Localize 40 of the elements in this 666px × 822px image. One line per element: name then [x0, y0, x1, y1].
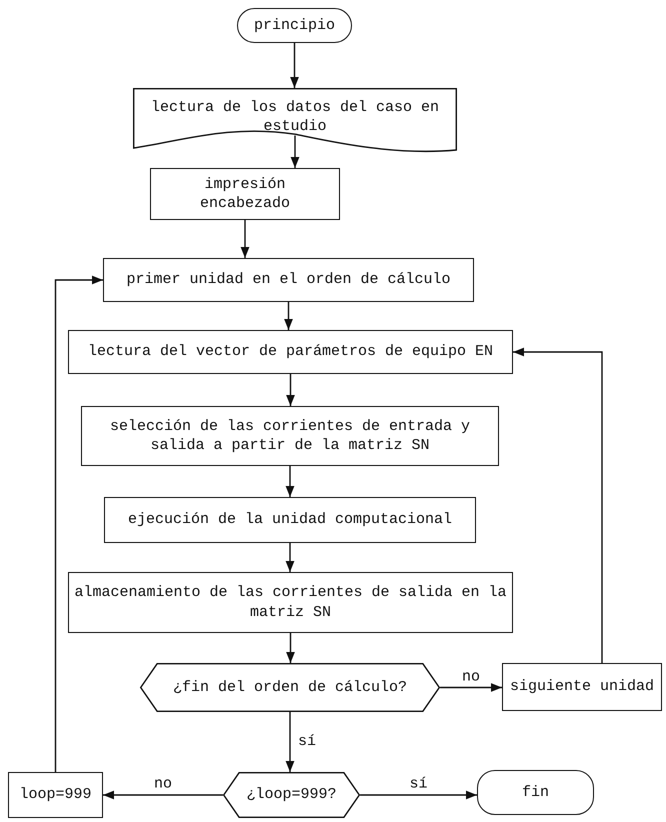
terminal-shape: [477, 770, 594, 815]
process-box: [104, 497, 476, 543]
node-text: lectura del vector de parámetros de equipo EN: [88, 342, 494, 362]
process-box: [81, 406, 499, 466]
node-text: fin: [522, 782, 549, 802]
process-box: [68, 572, 513, 633]
arrow: [513, 348, 603, 663]
process-box: [150, 168, 340, 220]
node-text: impresión encabezado: [198, 174, 291, 214]
arrow: [54, 276, 103, 772]
arrow: [286, 374, 295, 406]
terminal-shape: [237, 8, 352, 43]
node-text: ¿loop=999?: [246, 785, 336, 805]
node-text: principio: [254, 16, 335, 36]
arrow: [286, 712, 294, 772]
node-text: primer unidad en el orden de cálculo: [126, 270, 451, 290]
node-text: siguiente unidad: [510, 677, 654, 697]
arrow: [360, 790, 477, 800]
node-text: almacenamiento de las corrientes de salida en la matriz SN: [73, 583, 508, 622]
arrow: [290, 136, 300, 168]
arrow: [240, 220, 250, 258]
node-text: loop=999: [19, 785, 92, 805]
arrow: [286, 543, 294, 572]
process-box: [68, 330, 513, 374]
decision-hexagon: [223, 772, 360, 818]
arrow: [290, 43, 299, 88]
arrow: [286, 466, 294, 497]
arrow: [103, 790, 223, 800]
arrow: [286, 633, 295, 663]
arrow: [440, 683, 502, 692]
process-box: [103, 258, 474, 302]
node-text: lectura de los datos del caso en estudio: [150, 98, 440, 136]
decision-hexagon: [140, 663, 440, 712]
process-box: [502, 663, 662, 711]
document-shape: [133, 88, 457, 154]
arrow: [284, 302, 293, 330]
node-text: ejecución de la unidad computacional: [128, 510, 452, 530]
node-text: ¿fin del orden de cálculo?: [172, 678, 408, 698]
process-box: [8, 772, 103, 818]
node-text: selección de las corrientes de entrada y salida a partir de la matriz SN: [108, 416, 472, 456]
